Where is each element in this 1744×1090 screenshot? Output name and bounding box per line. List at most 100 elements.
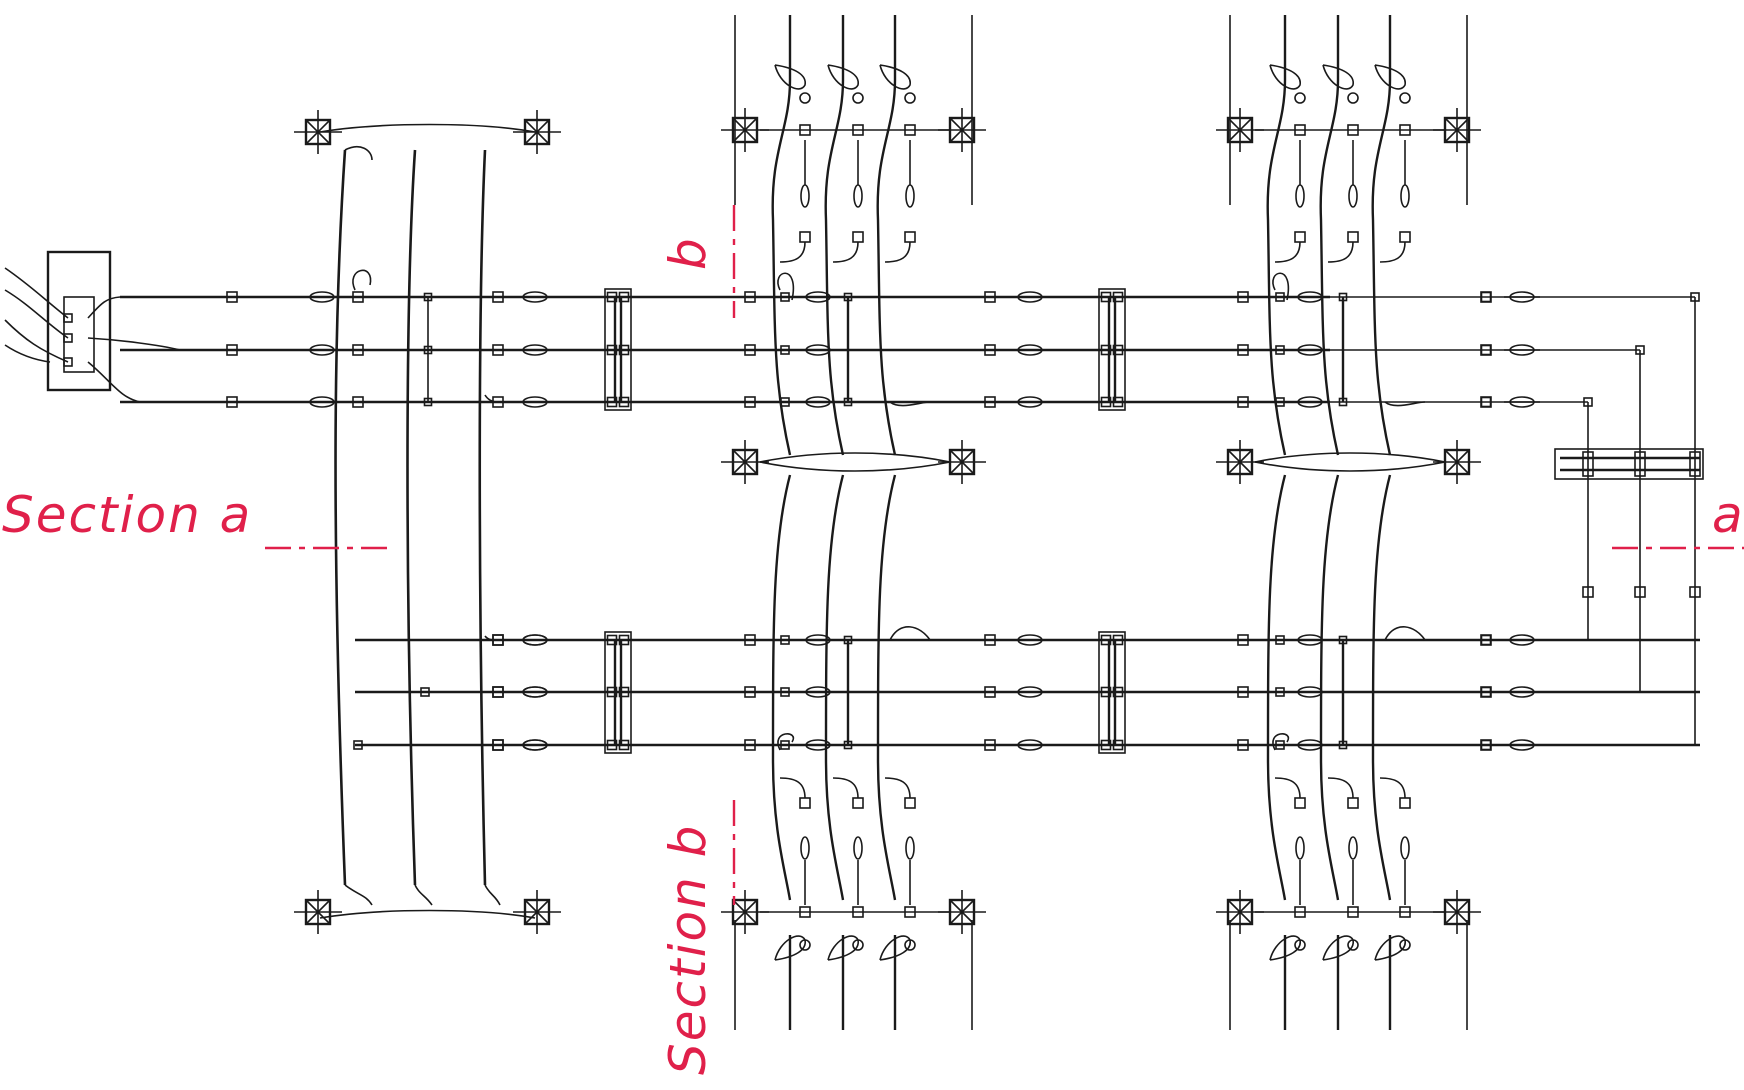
bay-1-clamp-bottom-1 [799,906,811,918]
bay-2-clamp-top-1 [1294,124,1306,136]
bay-2-arrester-top-3 [1374,64,1406,90]
connector-clamp-icon [1112,686,1124,698]
connector-clamp-icon [1112,291,1124,303]
connector-clamp-icon [1100,739,1112,751]
connector-clamp-icon [744,396,756,408]
connector-clamp-icon [1100,344,1112,356]
bay-1-ct-upper-1 [799,231,811,243]
loop-tap-top [352,269,372,291]
bay-1-ct-lead-upper-2 [832,241,859,263]
main-busbar-right [478,149,487,886]
main-busbar-left [334,149,347,886]
bay-2-insulator-lower-2 [1348,836,1358,860]
post-insulator-icon [1292,686,1328,698]
connector-clamp-icon [843,292,853,302]
insulator-body [905,184,915,208]
connector-clamp-icon [606,396,618,408]
post-insulator-icon [1292,739,1328,751]
bay-1-ct-lead-upper-3 [884,241,911,263]
post-insulator-icon [800,739,836,751]
insulator-body [853,184,863,208]
bay-2-insulator-lower-3 [1400,836,1410,860]
connector-clamp-icon [843,397,853,407]
connector-clamp-icon [1480,686,1492,698]
connector-clamp-icon [1582,586,1594,598]
connector-clamp-icon [492,686,504,698]
bay-1-gantry-mid-upper [759,452,951,463]
connector-clamp-icon [1100,396,1112,408]
bay-2-arrester-cap-top-3 [1399,92,1411,104]
post-insulator-icon [800,634,836,646]
bay-1-ct-lower-1 [799,797,811,809]
bay-1-support-top-right [938,108,986,152]
connector-clamp-icon [606,634,618,646]
main-busbar-mid [406,149,417,886]
bay-1-drop-lower-1 [771,474,792,901]
connector-clamp-icon [352,291,364,303]
connector-clamp-icon [226,291,238,303]
bay-1-insulator-upper-1 [800,184,810,208]
bay-2-ct-lead-upper-1 [1274,241,1301,263]
post-insulator-icon [1504,344,1540,356]
insulator-body [853,836,863,860]
connector-clamp-icon [1480,634,1492,646]
bay-2-ct-lead-upper-2 [1327,241,1354,263]
post-insulator-icon [304,344,340,356]
bay-2-arrester-cap-bot-2 [1347,939,1359,951]
tap-r3 [484,394,499,403]
bay-1-arrester-cap-top-1 [799,92,811,104]
connector-clamp-icon [1237,396,1249,408]
bay-1-insulator-upper-3 [905,184,915,208]
connector-clamp-icon [744,739,756,751]
bay-1-drop-lower-2 [824,474,845,901]
connector-clamp-icon [1690,292,1700,302]
bay-1-insulator-upper-2 [853,184,863,208]
disconnector-switch-top-b [1098,288,1126,411]
busbar-entry-top-left [344,145,373,161]
bay-1-drop-upper-1 [771,79,792,456]
switch-frame [604,631,632,754]
coupler-pole-3 [1689,451,1701,477]
post-insulator-icon [800,344,836,356]
bay-2-insulator-lower-1 [1295,836,1305,860]
bay-1-ct-lead-upper-1 [779,241,806,263]
bay-1-insulator-lower-1 [800,836,810,860]
bay-1-jumper-1 [777,272,795,301]
incoming-cable-4 [4,344,51,363]
connector-clamp-icon [618,686,630,698]
bay-1-arrester-top-1 [774,64,806,90]
bay-2-jumper-4 [1272,733,1290,751]
outgoing-lead-2 [87,337,181,351]
bay-2-drop-upper-1 [1266,79,1287,456]
bay-1-clamp-bottom-3 [904,906,916,918]
bay-1-gantry-mid-lower [759,461,951,472]
post-insulator-icon [517,634,553,646]
gantry-wire-top [319,123,536,133]
post-insulator-icon [800,291,836,303]
post-insulator-icon [1012,396,1048,408]
bay-1-clamp-top-1 [799,124,811,136]
bay-1-ct-lower-3 [904,797,916,809]
connector-clamp-icon [984,634,996,646]
disconnector-switch-bottom-a [604,631,632,754]
coupler-pole-1 [1582,451,1594,477]
terminal-1 [63,313,73,323]
bay-2-arrester-top-1 [1269,64,1301,90]
connector-clamp-icon [984,686,996,698]
bay-1-tap [780,687,790,697]
bay-1-support-bottom-right [938,890,986,934]
connector-clamp-icon [618,396,630,408]
bay-2-arrester-cap-top-1 [1294,92,1306,104]
connector-clamp-icon [618,634,630,646]
bay-2-drop-upper-2 [1319,79,1340,456]
disconnector-switch-top-a [604,288,632,411]
connector-clamp-icon [1237,634,1249,646]
gantry-support-bottom-right [513,890,561,934]
terminal-box-frame [46,250,112,392]
connector-clamp-icon [984,739,996,751]
bay-2-insulator-upper-2 [1348,184,1358,208]
bay-1-support-bottom-left [721,890,769,934]
connector-clamp-icon [984,291,996,303]
insulator-body [1400,836,1410,860]
bay-2-support-mid-left [1216,440,1264,484]
